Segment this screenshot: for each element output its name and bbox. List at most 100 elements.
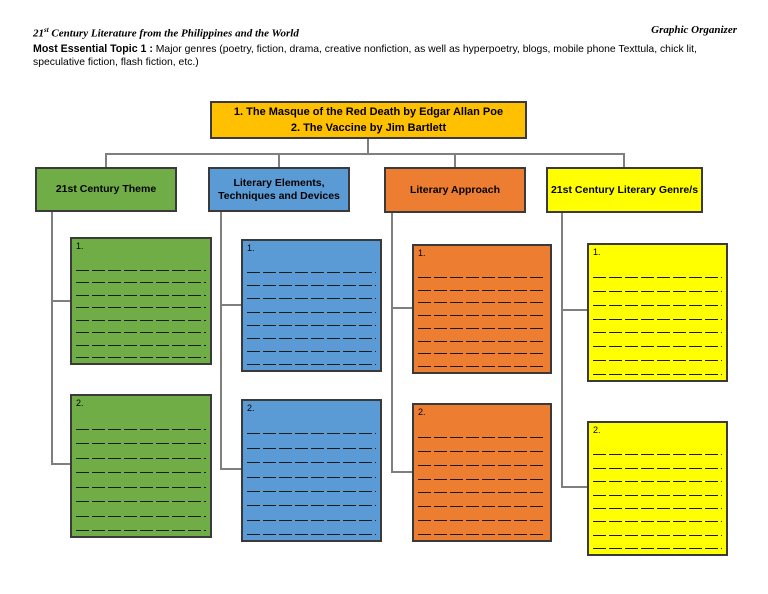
write-in-line (417, 466, 547, 480)
connector-genres-branch-1 (561, 309, 587, 311)
write-in-line (592, 496, 723, 510)
connector-genres-spine (561, 212, 563, 488)
write-in-line (75, 473, 207, 488)
write-in-line (246, 521, 377, 536)
connector-theme-spine (51, 212, 53, 465)
write-in-line (592, 333, 723, 348)
header-box-approach: Literary Approach (384, 167, 526, 213)
write-in-line (592, 482, 723, 496)
source-text-1: 1. The Masque of the Red Death by Edgar … (233, 106, 504, 118)
write-in-line (246, 326, 377, 339)
write-in-line (246, 463, 377, 478)
connector-approach-branch-2 (391, 471, 412, 473)
write-in-line (75, 430, 207, 445)
write-in-line (246, 286, 377, 300)
write-in-line (246, 339, 377, 353)
connector-drop-elements (278, 153, 280, 167)
connector-root-stem (367, 139, 369, 153)
write-in-line (246, 260, 377, 274)
write-in-lines (414, 424, 550, 540)
answer-box-genres-2: 2. (587, 421, 728, 556)
document-header: 21st Century Literature from the Philipp… (33, 24, 737, 69)
answer-box-label: 2. (593, 425, 601, 435)
connector-drop-theme (105, 153, 107, 167)
write-in-line (246, 506, 377, 522)
connector-elements-spine (220, 212, 222, 470)
write-in-line (417, 354, 547, 367)
answer-box-theme-1: 1. (70, 237, 212, 365)
answer-box-approach-1: 1. (412, 244, 552, 374)
connector-theme-branch-1 (51, 300, 70, 302)
write-in-line (75, 258, 207, 271)
write-in-line (417, 452, 547, 466)
write-in-line (75, 321, 207, 334)
write-in-line (592, 264, 723, 278)
source-texts-box: 1. The Masque of the Red Death by Edgar … (210, 101, 527, 139)
connector-elements-branch-2 (220, 468, 241, 470)
write-in-line (417, 480, 547, 494)
topic-text: Major genres (poetry, fiction, drama, cr… (33, 43, 697, 68)
write-in-line (417, 303, 547, 316)
write-in-line (75, 308, 207, 321)
connector-approach-branch-1 (391, 307, 412, 309)
write-in-line (75, 283, 207, 296)
write-in-line (75, 444, 207, 459)
answer-box-label: 1. (76, 241, 84, 251)
write-in-line (417, 265, 547, 278)
write-in-line (75, 333, 207, 346)
write-in-line (592, 292, 723, 306)
write-in-lines (72, 415, 210, 536)
title-superscript: st (44, 26, 49, 34)
write-in-line (246, 273, 377, 287)
write-in-line (417, 438, 547, 452)
header-box-genres: 21st Century Literary Genre/s (546, 167, 703, 213)
answer-box-approach-2: 2. (412, 403, 552, 542)
document-title: 21st Century Literature from the Philipp… (33, 26, 299, 40)
source-text-2: 2. The Vaccine by Jim Bartlett (290, 122, 447, 134)
write-in-line (246, 492, 377, 507)
write-in-line (592, 320, 723, 334)
write-in-line (246, 420, 377, 435)
write-in-line (417, 424, 547, 438)
topic-line: Most Essential Topic 1 : Major genres (p… (33, 43, 737, 69)
write-in-line (417, 342, 547, 355)
answer-box-label: 1. (247, 243, 255, 253)
write-in-line (75, 517, 207, 532)
topic-label: Most Essential Topic 1 : (33, 42, 153, 55)
connector-genres-branch-2 (561, 486, 587, 488)
document-title-right: Graphic Organizer (651, 24, 737, 36)
write-in-line (592, 361, 723, 375)
write-in-line (75, 415, 207, 430)
write-in-line (417, 493, 547, 508)
write-in-line (417, 329, 547, 342)
write-in-line (592, 509, 723, 523)
connector-elements-branch-1 (220, 304, 241, 306)
answer-box-theme-2: 2. (70, 394, 212, 538)
connector-approach-spine (391, 212, 393, 473)
write-in-line (75, 296, 207, 309)
write-in-lines (589, 442, 726, 554)
connector-top-rail (105, 153, 625, 155)
write-in-line (75, 271, 207, 284)
write-in-lines (589, 264, 726, 380)
connector-drop-genres (623, 153, 625, 167)
write-in-line (75, 459, 207, 474)
write-in-line (592, 522, 723, 537)
write-in-lines (72, 258, 210, 363)
write-in-line (246, 478, 377, 493)
connector-theme-branch-2 (51, 463, 70, 465)
header-box-elements: Literary Elements, Techniques and Device… (208, 167, 350, 212)
answer-box-genres-1: 1. (587, 243, 728, 382)
write-in-lines (243, 420, 380, 540)
write-in-lines (414, 265, 550, 372)
write-in-line (417, 507, 547, 522)
header-box-theme: 21st Century Theme (35, 167, 177, 212)
write-in-line (417, 291, 547, 304)
write-in-line (246, 313, 377, 326)
write-in-line (592, 306, 723, 320)
answer-box-label: 2. (418, 407, 426, 417)
write-in-line (75, 502, 207, 517)
write-in-line (592, 536, 723, 550)
write-in-line (246, 434, 377, 450)
